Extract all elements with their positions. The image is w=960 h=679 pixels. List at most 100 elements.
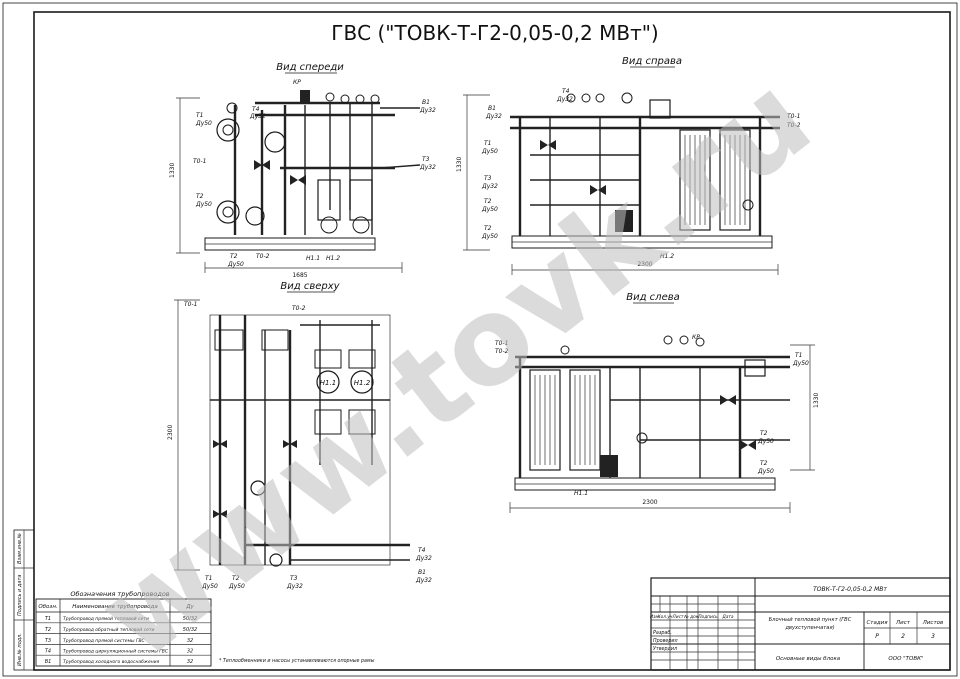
right-label-t2a-du: Ду50 [481,206,498,213]
top-label-t4: Т4 [418,547,426,554]
top-label-n12: Н1.2 [354,379,371,387]
footnote: * Теплообменники и насосы устанавливаютс… [219,658,375,664]
stamp-description: Блочный тепловой пункт (ГВС двухступенча… [768,617,852,631]
front-label-t4-du: Ду32 [249,113,266,120]
front-view: Вид спереди 1330 1685 [169,62,436,279]
top-label-t3-du: Ду32 [286,583,303,590]
legend-row-code: Т1 [45,616,51,622]
title-block: ТОВК-Т-Г2-0,05-0,2 МВт Изм. Кол.уч Лист … [650,577,951,671]
left-label-t2b-du: Ду50 [757,468,774,475]
legend-row-code: В1 [45,659,52,665]
legend-row-name: Трубопровод прямой тепловой сети [63,616,149,622]
stamp-role-check: Проверил [653,638,678,644]
right-label-t4: Т4 [562,88,570,95]
front-dim-height: 1330 [169,163,176,178]
stamp-col-kol: Кол.уч [658,614,673,620]
side-stamp-replace: Взам.инв.№ [17,533,23,564]
legend-row-du: 32 [187,659,193,665]
side-stamp-sign: Подпись и дата [17,575,23,616]
top-dim-height: 2300 [167,425,174,440]
top-label-t0-1: Т0-1 [184,301,197,308]
legend-row-du: 50/32 [183,616,197,622]
right-label-b1-du: Ду32 [485,113,502,120]
front-label-n11: Н1.1 [306,255,320,262]
right-label-t1-du: Ду50 [481,148,498,155]
top-label-b1-du: Ду32 [415,577,432,584]
top-label-t2-du: Ду50 [228,583,245,590]
stamp-value-stage: Р [875,633,879,640]
front-label-kr: КР [293,79,301,86]
front-label-t4: Т4 [252,106,260,113]
stamp-header-sheet: Лист [895,620,911,626]
left-label-t1: Т1 [795,352,802,359]
front-label-b1: В1 [422,99,430,106]
front-label-t2-du: Ду50 [195,201,212,208]
right-label-t2b: Т2 [484,225,492,232]
front-label-t3: Т3 [422,156,430,163]
left-label-t0-2: Т0-2 [495,348,509,355]
left-label-n11: Н1.1 [574,490,588,497]
stamp-col-date: Дата [721,614,733,620]
left-label-kr: КР [692,334,700,341]
stamp-doc-code: ТОВК-Т-Г2-0,05-0,2 МВт [813,586,887,593]
top-label-t2: Т2 [232,575,240,582]
top-label-t1: Т1 [205,575,212,582]
left-dim-height: 1330 [813,393,820,408]
stamp-header-sheets: Листов [922,620,944,626]
side-stamp-inv: Инв.№ подл. [17,633,23,666]
right-label-b1: В1 [488,105,496,112]
front-label-t2b: Т2 [230,253,238,260]
right-label-t0-1: Т0-1 [787,113,800,120]
left-label-t2a: Т2 [760,430,768,437]
front-label-t0-1: Т0-1 [193,158,206,165]
left-label-t0-1: Т0-1 [495,340,508,347]
right-label-t4-du: Ду32 [556,96,573,103]
stamp-company: ООО "ТОВК" [888,656,923,662]
top-view: Вид сверху 2300 Н1.1 Н1.2 Т0-1 Т0-2 [167,281,432,590]
top-view-title: Вид сверху [280,281,340,292]
left-dim-width: 2300 [642,499,657,506]
legend-row-du: 50/32 [183,627,197,633]
legend-row-code: Т3 [45,638,51,644]
legend-row-name: Трубопровод циркуляционный системы ГВС [63,649,169,655]
stamp-role-dev: Разраб. [653,630,672,636]
stamp-col-sign: Подпись [698,614,718,620]
top-label-t4-du: Ду32 [415,555,432,562]
legend-row-name: Трубопровод обратный тепловой сети [63,627,154,633]
front-label-t3-du: Ду32 [419,164,436,171]
right-view: Вид справа 1330 2300 [456,56,801,275]
stamp-header-stage: Стадия [866,620,888,626]
right-label-t2a: Т2 [484,198,492,205]
front-label-t2: Т2 [196,193,204,200]
front-view-title: Вид спереди [276,62,344,73]
right-label-t3: Т3 [484,175,492,182]
pipe-legend: Обозначения трубопроводов Обозн. Наимено… [35,590,212,667]
stamp-col-list: Лист [672,614,684,620]
front-label-b1-du: Ду32 [419,107,436,114]
stamp-value-sheets: 3 [931,633,935,640]
top-label-t0-2: Т0-2 [292,305,306,312]
right-dim-height: 1330 [456,157,463,172]
stamp-sheet-name: Основные виды блока [776,656,841,662]
right-label-n12: Н1.2 [660,253,674,260]
watermark-text: www.tovk.ru [74,49,836,679]
right-label-t1: Т1 [484,140,491,147]
right-label-t2b-du: Ду50 [481,233,498,240]
legend-row-code: Т2 [45,627,51,633]
legend-header-name: Наименование трубопровода [72,604,158,610]
legend-row-name: Трубопровод холодного водоснабжения [63,659,160,665]
side-stamp: Инв.№ подл. Подпись и дата Взам.инв.№ [13,529,35,671]
legend-row-name: Трубопровод прямой системы ГВС [63,638,146,644]
right-view-title: Вид справа [622,56,682,67]
top-label-t1-du: Ду50 [201,583,218,590]
top-label-t3: Т3 [290,575,298,582]
right-label-t0-2: Т0-2 [787,122,801,129]
legend-header-code: Обозн. [38,604,58,610]
legend-header-du: Ду [185,604,194,610]
front-label-t1-du: Ду50 [195,120,212,127]
front-label-t2b-du: Ду50 [227,261,244,268]
left-label-t2b: Т2 [760,460,768,467]
